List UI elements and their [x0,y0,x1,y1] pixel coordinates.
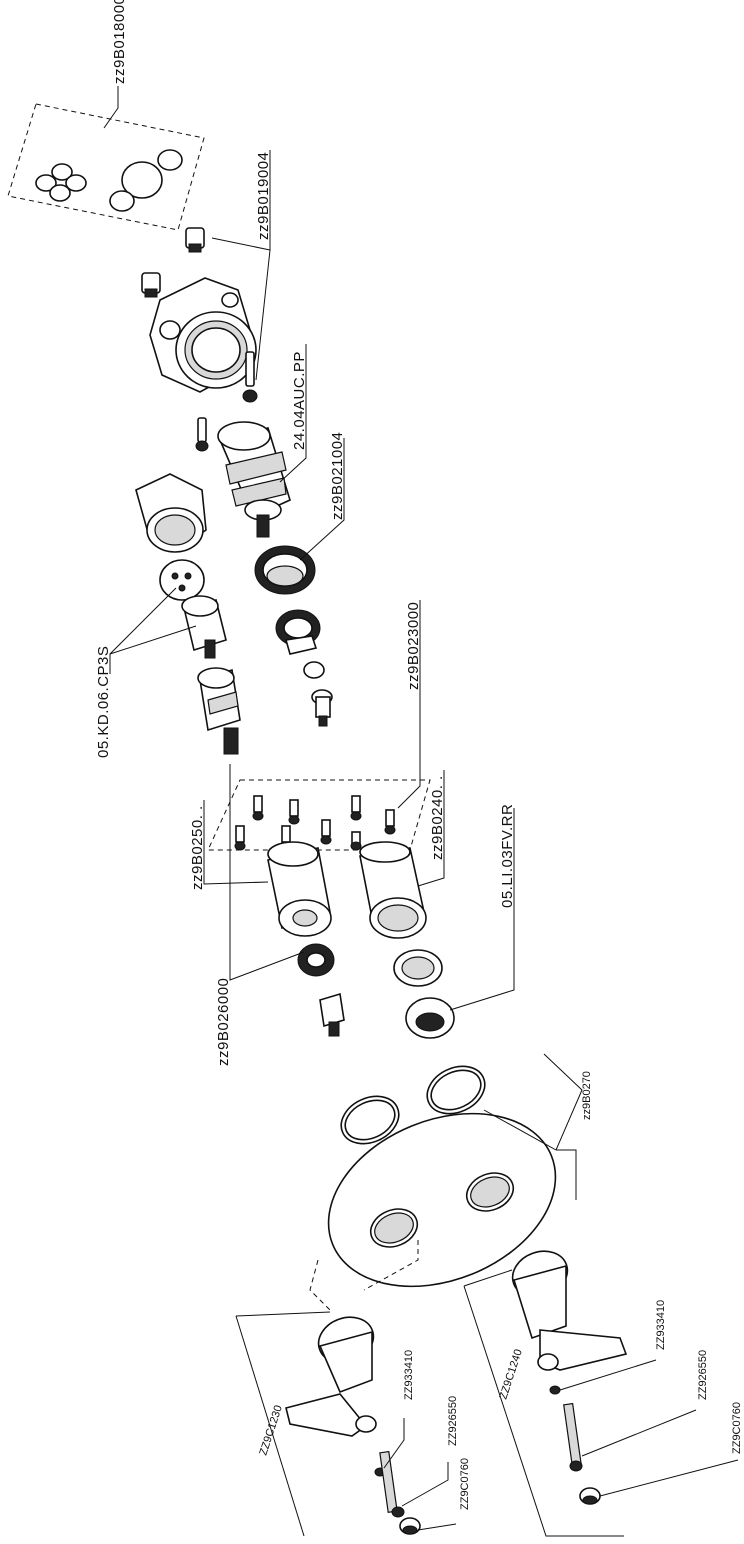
washer-right [549,1385,561,1395]
sleeve-right [359,841,427,939]
cap-left [399,1517,421,1535]
long-screw-right [563,1402,583,1472]
small-spindle [319,992,345,1037]
cover-plate [327,1112,557,1288]
thermostatic-cartridge [217,421,291,538]
label-kit-orings-top: zz9B018000 [111,0,128,84]
label-cap-left: ZZ9C0760 [459,1458,471,1510]
long-screw-left [379,1450,405,1518]
stem-adapter-right [275,609,321,655]
valve-disc [159,559,205,601]
kit-screw-1 [252,795,264,821]
label-stop-cartridge: 05.KD.06.CP3S [95,646,112,758]
stop-cartridge-lower [197,667,241,755]
screw-kit [207,779,431,851]
plate-orings [340,1065,486,1145]
label-spline-adapter: zz9B026000 [215,978,232,1066]
check-valve-right [185,227,205,253]
cap-right [579,1487,601,1505]
screw-upper [242,351,258,403]
kit-screw-2 [288,799,300,825]
label-handle-right: ZZ9C1240 [497,1348,524,1401]
label-sleeve-left: zz9B0250. . [189,805,206,890]
handle-right [511,1250,628,1371]
oring-kit-top [7,103,205,231]
label-sleeve-right: zz9B0240. . [429,775,446,860]
label-screw-right: ZZ926550 [697,1350,709,1400]
check-valve-left [141,272,161,298]
label-cap-right: ZZ9C0760 [731,1402,743,1454]
label-washer-right: ZZ933410 [655,1300,667,1350]
label-plate-orings: zz9B0270 [581,1071,593,1120]
kit-screw-7 [320,819,332,845]
label-adapter-ring: zz9B021004 [329,432,346,520]
label-washer-left: ZZ933410 [403,1350,415,1400]
diverter-ring-lower [405,997,455,1039]
valve-housing-left [135,473,207,553]
label-thermo-cartridge: 24.04AUC.PP [291,351,308,450]
spline-adapter [297,943,335,977]
label-screw-left: ZZ926550 [447,1396,459,1446]
kit-screw-5 [234,825,246,851]
diverter-ring-upper [393,949,443,987]
screw-mid [195,417,209,452]
adapter-ring [254,545,316,595]
label-handle-left: ZZ9C1230 [257,1404,284,1457]
kit-screw-4 [384,809,396,835]
kit-screw-8 [350,831,362,851]
leader-lines [103,86,739,1537]
small-stem [311,689,333,727]
label-diverter-ring: 05.LI.03FV.RR [499,804,516,908]
ceramic-cartridge-upper [181,595,227,659]
kit-screw-3 [350,795,362,821]
small-oring [303,661,325,679]
sleeve-left [267,841,332,937]
label-screws-top: zz9B019004 [255,152,272,240]
handle-left [285,1316,377,1437]
valve-body [149,277,257,393]
label-screw-kit: zz9B023000 [405,602,422,690]
